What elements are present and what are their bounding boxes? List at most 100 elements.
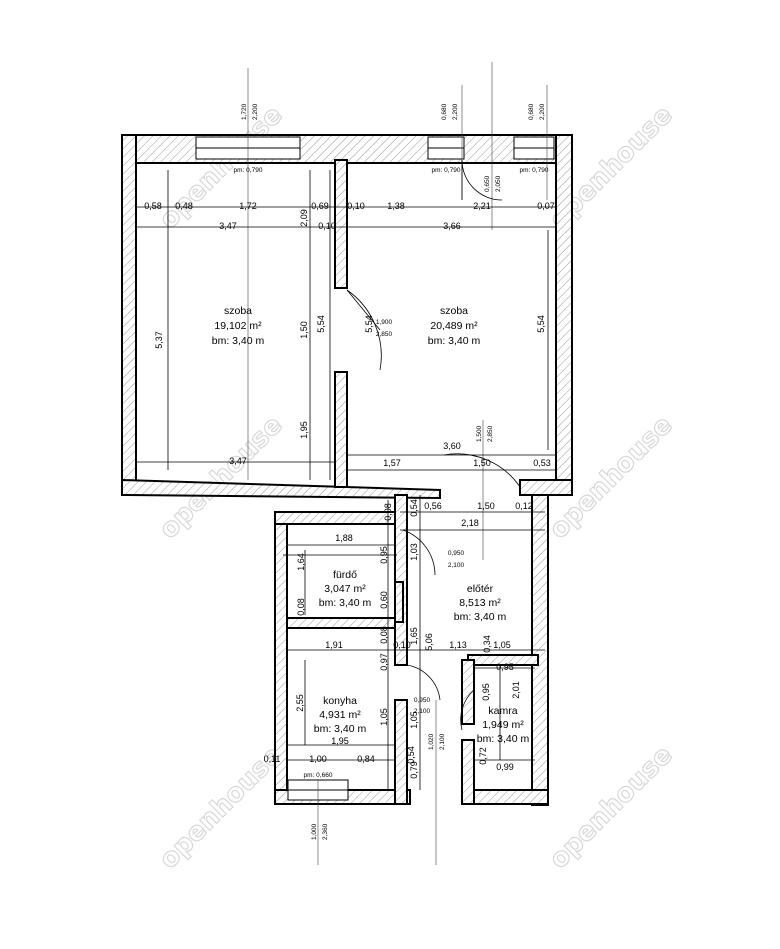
dim-label: 0,10	[347, 201, 365, 211]
dim-label: 5,06	[424, 633, 434, 651]
window-dim: 0,680	[441, 103, 448, 120]
door-swing	[346, 289, 382, 371]
door-dim: 0,650	[484, 175, 491, 192]
dim-label: 0,53	[533, 458, 551, 468]
room-area: 3,047 m²	[324, 583, 366, 595]
dim-label: 0,10	[318, 221, 336, 231]
door-labels: 0,650 2,050 1,900 2,850 1,500 2,850 0,95…	[376, 175, 502, 750]
room-name: előtér	[467, 583, 494, 595]
dim-label: 2,01	[511, 681, 521, 699]
doors	[346, 159, 521, 731]
room-name: fürdő	[333, 569, 357, 581]
dim-label: 0,34	[482, 635, 492, 653]
window-dim: 0,680	[528, 103, 535, 120]
room-area: 19,102 m²	[214, 320, 262, 332]
door-dim: 1,900	[376, 319, 393, 326]
dim-label: 0,56	[424, 501, 442, 511]
door-dim: 2,850	[376, 331, 393, 338]
dim-label: 0,72	[478, 747, 488, 765]
dim-label: 1,03	[409, 543, 419, 561]
room-area: 1,949 m²	[482, 719, 524, 731]
dim-label: 0,08	[383, 503, 393, 521]
door-swing	[402, 529, 436, 576]
dim-label: 1,38	[387, 201, 405, 211]
room-name: konyha	[323, 695, 357, 707]
door-dim: 2,050	[495, 175, 502, 192]
door-dim: 1,500	[476, 425, 483, 442]
window-dim: 2,360	[322, 823, 329, 840]
dim-label: 5,37	[154, 331, 164, 349]
dim-label: 3,66	[443, 221, 461, 231]
reference-lines	[247, 62, 548, 865]
dim-label: 1,50	[477, 501, 495, 511]
watermark: openhouse	[544, 740, 679, 875]
dim-label: 0,07	[537, 201, 555, 211]
room-area: 20,489 m²	[430, 320, 478, 332]
dim-label: 1,57	[383, 458, 401, 468]
window-sill: pm: 0,790	[234, 167, 263, 174]
window-sill: pm: 0,790	[520, 167, 549, 174]
room-height: bm: 3,40 m	[428, 335, 481, 347]
dim-label: 1,50	[299, 321, 309, 339]
window-dim: 2,200	[539, 103, 546, 120]
door-dim: 0,950	[448, 550, 465, 557]
watermark: openhouse	[154, 100, 289, 235]
dim-label: 1,50	[473, 458, 491, 468]
dim-label: 0,48	[175, 201, 193, 211]
dim-label: 0,58	[144, 201, 162, 211]
dim-label: 0,12	[515, 501, 533, 511]
dim-label: 3,60	[443, 441, 461, 451]
dim-label: 0,79	[409, 761, 419, 779]
dim-label: 5,54	[316, 315, 326, 333]
room-area: 4,931 m²	[319, 709, 361, 721]
dimension-labels: 0,58 0,48 1,72 0,69 0,10 1,38 2,21 0,07 …	[144, 201, 555, 779]
room-height: bm: 3,40 m	[314, 723, 367, 735]
room-name: szoba	[224, 305, 252, 317]
door-dim: 2,100	[448, 562, 465, 569]
dim-label: 0,69	[311, 201, 329, 211]
dim-label: 2,55	[295, 694, 305, 712]
window-dim: 2,200	[252, 103, 259, 120]
room-area: 8,513 m²	[459, 597, 501, 609]
dim-label: 2,21	[473, 201, 491, 211]
dim-label: 5,54	[364, 315, 374, 333]
dim-label: 1,91	[325, 640, 343, 650]
dim-label: 0,95	[481, 683, 491, 701]
dim-label: 0,11	[264, 754, 281, 764]
dim-label: 0,97	[379, 653, 389, 671]
dim-label: 0,54	[406, 746, 416, 764]
dim-label: 2,18	[461, 518, 479, 528]
dim-label: 0,99	[496, 762, 514, 772]
door-dim: 2,850	[487, 425, 494, 442]
door-dim: 2,100	[439, 733, 446, 750]
dim-label: 1,00	[309, 754, 327, 764]
room-height: bm: 3,40 m	[454, 611, 507, 623]
dim-label: 1,64	[296, 553, 306, 571]
dim-label: 1,95	[299, 421, 309, 439]
dim-label: 0,95	[496, 662, 514, 672]
dim-label: 0,54	[409, 499, 419, 517]
window-sill: pm: 0,790	[432, 167, 461, 174]
door-dim: 1,020	[428, 733, 435, 750]
window-dim: 2,200	[452, 103, 459, 120]
dim-label: 2,09	[299, 209, 309, 227]
dim-label: 1,88	[335, 533, 353, 543]
dim-label: 5,54	[536, 315, 546, 333]
window-dim: 1,720	[241, 103, 248, 120]
room-labels: szoba 19,102 m² bm: 3,40 m szoba 20,489 …	[212, 305, 530, 745]
dim-label: 0,10	[393, 640, 411, 650]
door-swing	[443, 453, 521, 488]
room-height: bm: 3,40 m	[477, 733, 530, 745]
door-swing	[406, 664, 441, 701]
dim-label: 1,65	[409, 627, 419, 645]
door-swing	[460, 689, 475, 731]
room-name: kamra	[488, 705, 517, 717]
dim-label: 3,47	[229, 456, 247, 466]
window-dim: 1,000	[311, 823, 318, 840]
dim-label: 1,05	[409, 711, 419, 729]
dim-label: 0,08	[379, 626, 389, 644]
dim-label: 0,95	[379, 546, 389, 564]
dim-label: 0,08	[296, 598, 306, 616]
dim-label: 1,95	[331, 736, 349, 746]
